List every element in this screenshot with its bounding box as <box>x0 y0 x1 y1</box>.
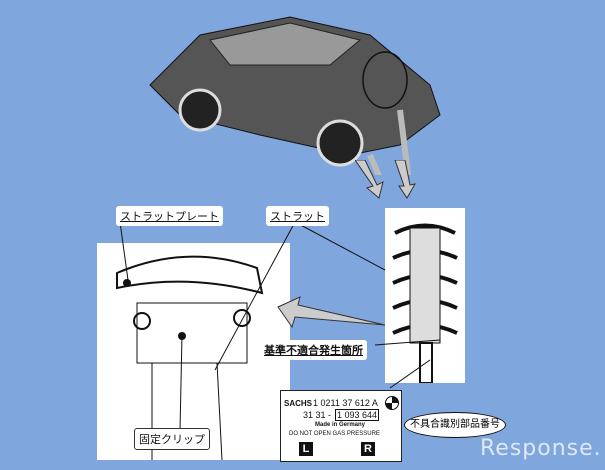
car-illustration <box>149 16 441 175</box>
label-fixing-clip: 固定クリップ <box>134 428 210 450</box>
plate-maker: SACHS <box>284 399 313 408</box>
response-watermark: Response. <box>480 436 602 461</box>
plate-part-number: 1 093 644 <box>335 409 380 421</box>
label-defect-location: 基準不適合発生箇所 <box>260 340 367 360</box>
plate-line2-prefix: 31 31 - <box>303 410 332 420</box>
strut-assembly-panel <box>385 208 465 384</box>
plate-made-in: Made in Germany <box>315 422 366 428</box>
arrows-down <box>355 160 416 199</box>
plate-right-mark: R <box>361 442 375 456</box>
plate-line1: 1 0211 37 612 A <box>313 398 378 408</box>
part-label-plate: SACHS 1 0211 37 612 A 31 31 - 1 093 644 … <box>280 390 402 462</box>
strut-detail-panel <box>97 243 290 461</box>
label-strut-plate: ストラットプレート <box>116 206 223 226</box>
bmw-logo-icon <box>385 396 399 410</box>
plate-warning: DO NOT OPEN GAS PRESSURE <box>289 431 380 437</box>
label-defect-part-number: 不具合識別部品番号 <box>404 412 506 438</box>
plate-left-mark: L <box>299 442 313 456</box>
label-strut: ストラット <box>266 206 329 226</box>
